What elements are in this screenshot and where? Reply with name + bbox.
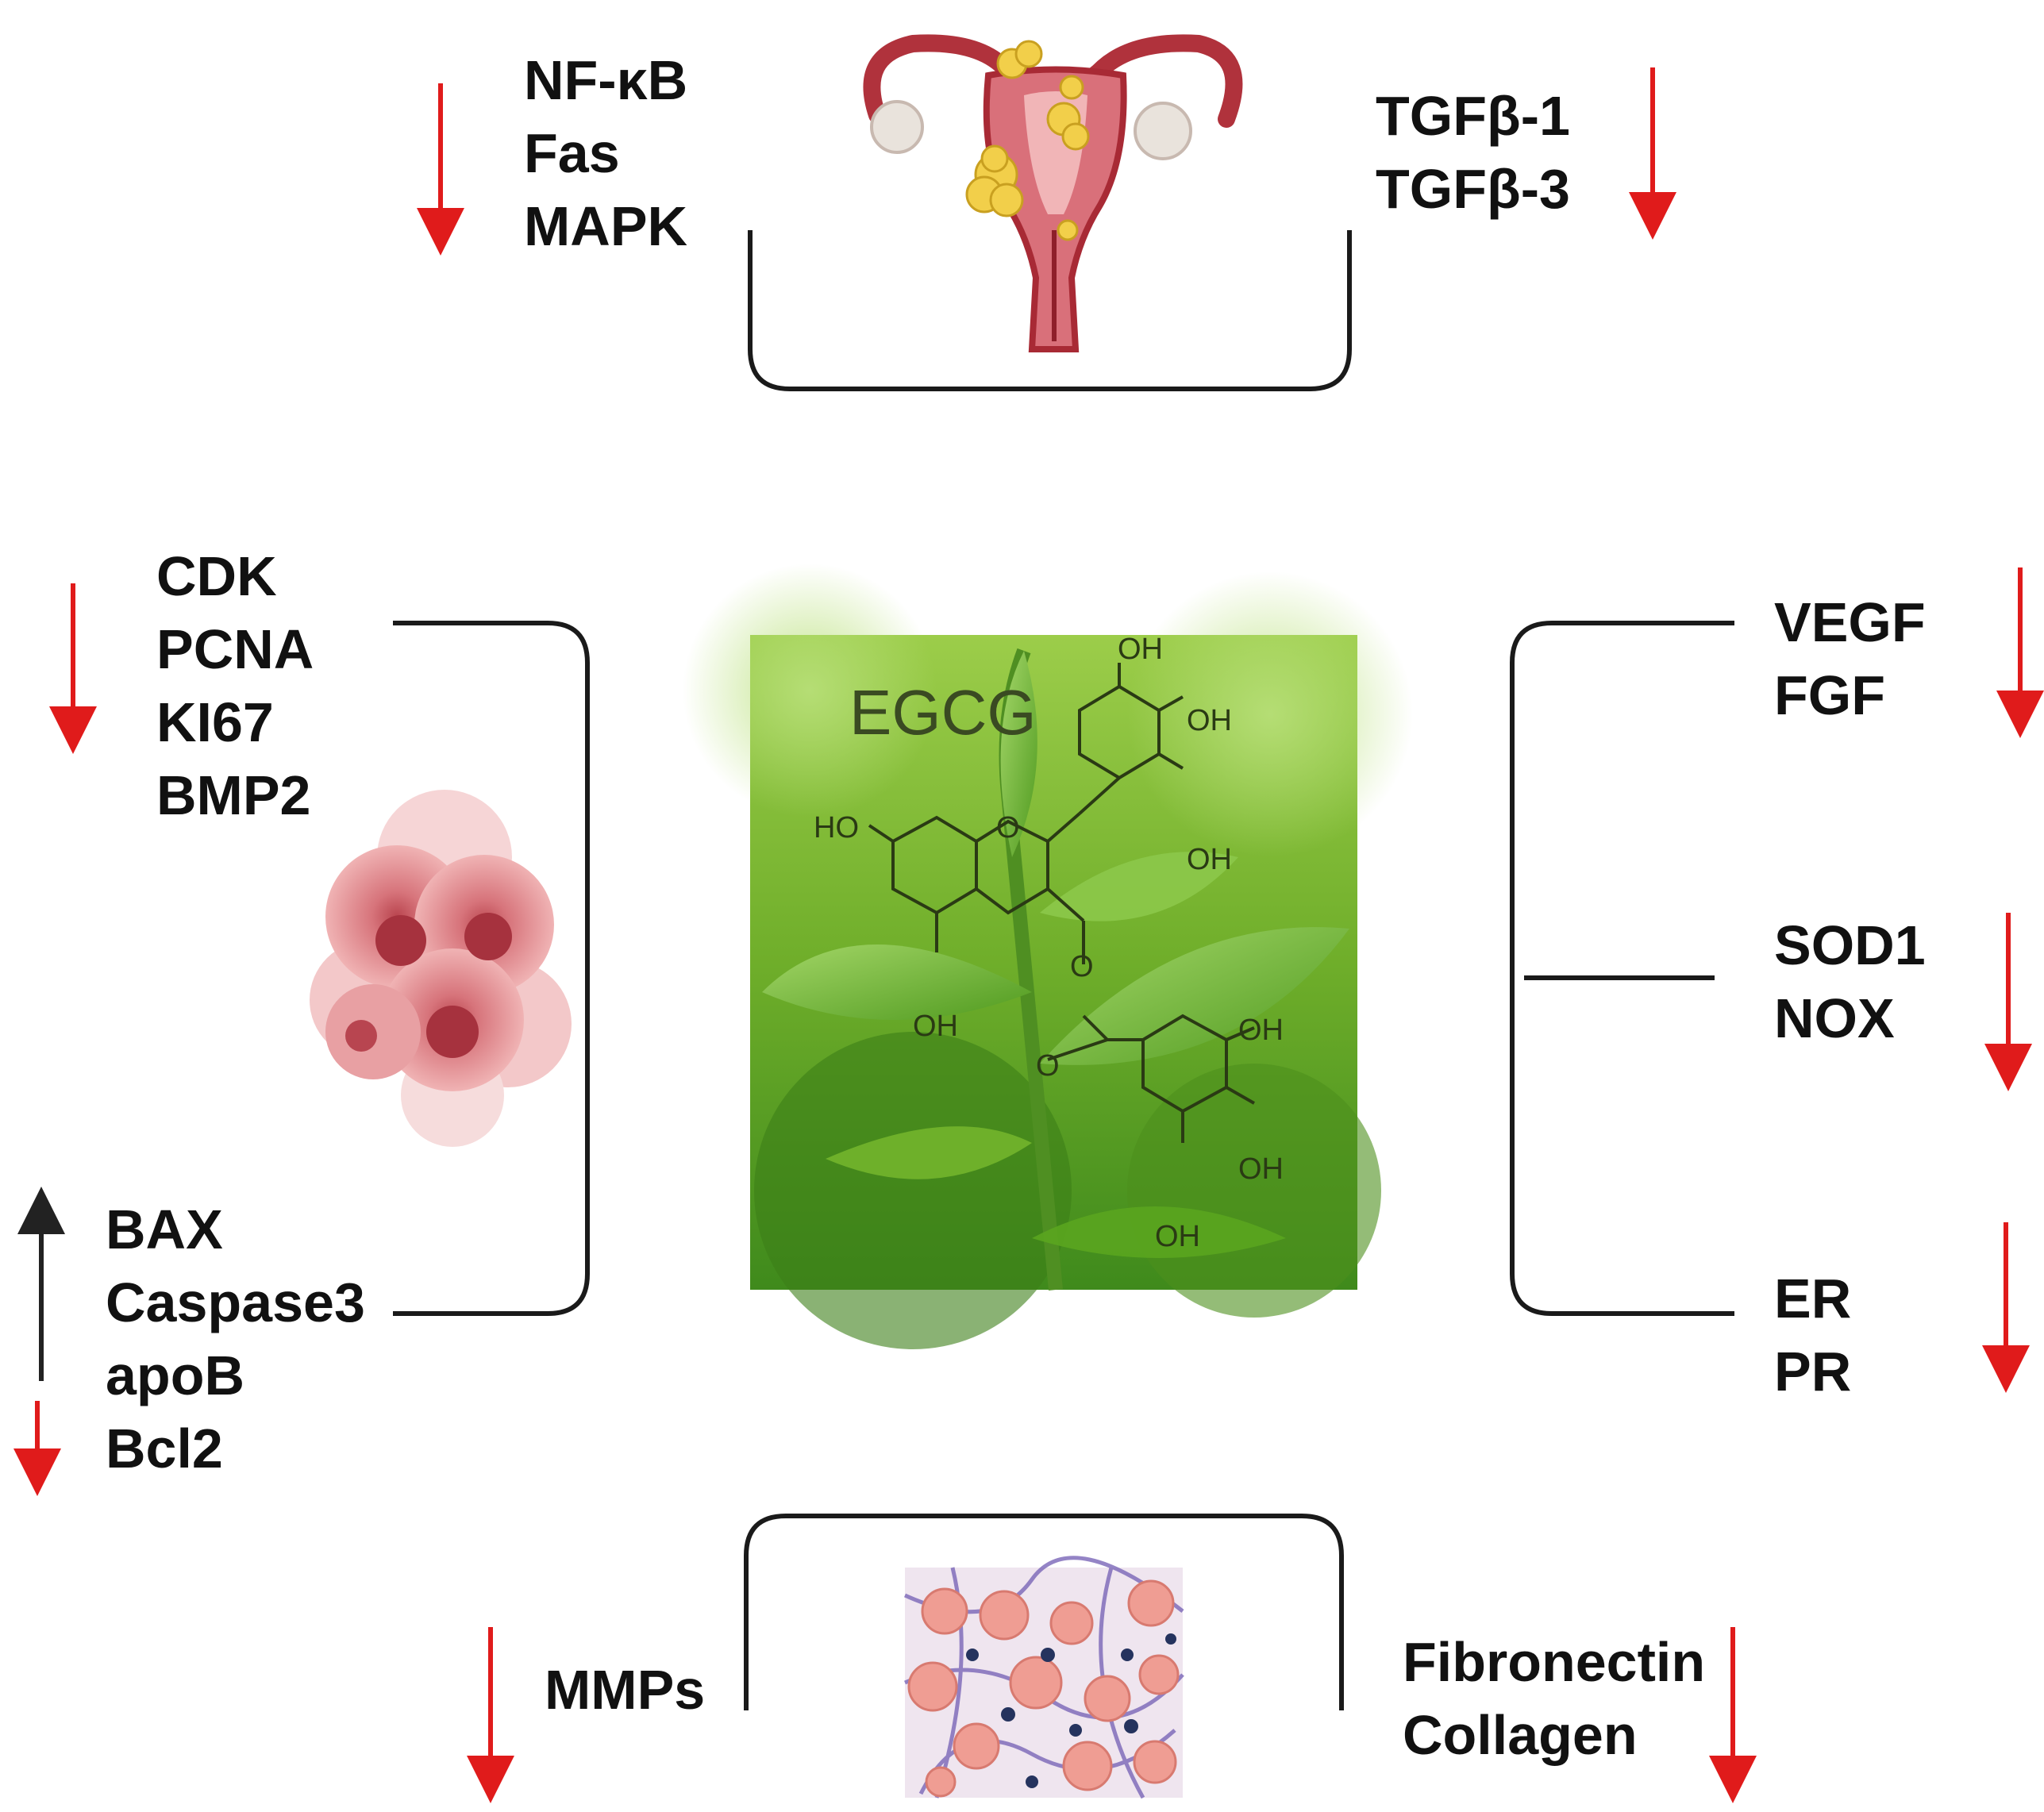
- right-bracket-outer: [1510, 621, 1734, 1316]
- label-cdk: CDK: [156, 545, 277, 607]
- label-bax: BAX: [106, 1198, 223, 1260]
- atom-ho: HO: [814, 811, 859, 844]
- labels-right-top: VEGF FGF: [1774, 586, 1926, 732]
- label-apob: apoB: [106, 1345, 244, 1406]
- label-er: ER: [1774, 1268, 1852, 1329]
- label-pr: PR: [1774, 1341, 1852, 1402]
- atom-o-carbonyl: O: [1036, 1049, 1060, 1083]
- label-nfkb: NF-κB: [524, 49, 688, 111]
- labels-bottom-right: Fibronectin Collagen: [1403, 1625, 1705, 1772]
- atom-oh-5: OH: [1238, 1014, 1284, 1047]
- label-collagen: Collagen: [1403, 1704, 1638, 1766]
- label-fgf: FGF: [1774, 664, 1885, 726]
- label-fas: Fas: [524, 122, 620, 184]
- label-nox: NOX: [1774, 987, 1895, 1049]
- atom-oh-3: OH: [1187, 843, 1232, 876]
- atom-oh-4: OH: [913, 1010, 958, 1043]
- label-ki67: KI67: [156, 691, 274, 753]
- label-vegf: VEGF: [1774, 591, 1926, 653]
- label-tgfb3: TGFβ-3: [1376, 158, 1570, 220]
- egcg-atom-labels: OH OH OH HO O OH O O OH OH OH: [814, 633, 1284, 1253]
- bottom-bracket: [744, 1514, 1344, 1710]
- egcg-caption: EGCG: [849, 677, 1037, 748]
- atom-oh-7: OH: [1155, 1220, 1200, 1253]
- label-tgfb1: TGFβ-1: [1376, 85, 1570, 147]
- labels-left-lower: BAX Caspase3 apoB Bcl2: [106, 1193, 365, 1485]
- arrows: [13, 67, 2044, 1803]
- label-pcna: PCNA: [156, 618, 314, 680]
- labels-top-right: TGFβ-1 TGFβ-3: [1376, 79, 1570, 225]
- labels-top-left: NF-κB Fas MAPK: [524, 44, 687, 263]
- label-caspase3: Caspase3: [106, 1271, 365, 1333]
- label-sod1: SOD1: [1774, 914, 1926, 976]
- tissue-icon: [903, 1556, 1184, 1799]
- cell-cluster-icon: [310, 790, 572, 1147]
- atom-oh-1: OH: [1118, 633, 1163, 666]
- top-bracket: [748, 230, 1352, 391]
- labels-right-bottom: ER PR: [1774, 1262, 1851, 1408]
- atom-o-ester: O: [1070, 950, 1094, 983]
- labels-left-upper: CDK PCNA KI67 BMP2: [156, 540, 314, 832]
- label-mmps: MMPs: [545, 1659, 706, 1721]
- atom-oh-2: OH: [1187, 704, 1232, 737]
- label-mapk: MAPK: [524, 195, 688, 257]
- label-bmp2: BMP2: [156, 764, 311, 826]
- egcg-structure: [868, 663, 1255, 1143]
- labels-bottom-left: MMPs: [545, 1653, 705, 1726]
- uterus-icon: [863, 34, 1243, 352]
- labels-right-middle: SOD1 NOX: [1774, 909, 1926, 1055]
- brackets: [393, 230, 1734, 1710]
- label-bcl2: Bcl2: [106, 1418, 223, 1479]
- tea-leaf-photo: [683, 564, 1413, 1349]
- atom-oh-6: OH: [1238, 1152, 1284, 1186]
- label-fibronectin: Fibronectin: [1403, 1631, 1706, 1693]
- left-bracket: [393, 621, 590, 1316]
- atom-o-ring: O: [996, 811, 1020, 844]
